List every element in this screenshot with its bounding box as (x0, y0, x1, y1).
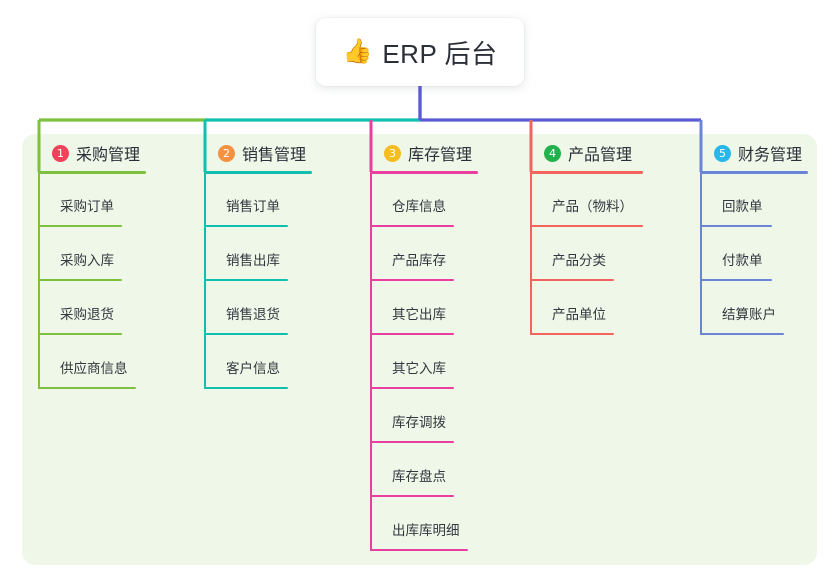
branch-header-5[interactable]: 5 财务管理 (700, 140, 808, 166)
branch-underline (204, 171, 312, 174)
branch-item-underline (204, 279, 288, 281)
branch-title: 销售管理 (242, 147, 307, 164)
thumbs-up-emoji: 👍 (342, 38, 373, 65)
branch-item[interactable]: 库存盘点 (370, 443, 454, 497)
branch-item[interactable]: 产品单位 (530, 281, 614, 335)
root-node-content: 👍 ERP 后台 (342, 34, 497, 71)
branch-item-label: 结算账户 (722, 307, 776, 322)
branch-item-label: 库存调拨 (392, 415, 446, 430)
branch-header-3[interactable]: 3 库存管理 (370, 140, 478, 166)
branch-item-underline (700, 333, 784, 335)
branch-item-label: 采购退货 (60, 307, 114, 322)
branch-item[interactable]: 库存调拨 (370, 389, 454, 443)
branch-item[interactable]: 产品分类 (530, 227, 614, 281)
branch-item-underline (370, 441, 454, 443)
branch-item[interactable]: 出库库明细 (370, 497, 468, 551)
branch-item[interactable]: 结算账户 (700, 281, 784, 335)
branch-number-badge: 3 (384, 144, 401, 162)
content-panel (22, 134, 817, 565)
root-node-card[interactable]: 👍 ERP 后台 (316, 18, 524, 86)
branch-item-underline (370, 225, 454, 227)
branch-item[interactable]: 产品（物料） (530, 173, 643, 227)
branch-item-label: 销售订单 (226, 199, 280, 214)
branch-item-underline (204, 387, 288, 389)
branch-header-4[interactable]: 4 产品管理 (530, 140, 643, 166)
branch-item[interactable]: 销售出库 (204, 227, 288, 281)
branch-item[interactable]: 仓库信息 (370, 173, 454, 227)
branch-item-label: 产品分类 (552, 253, 606, 268)
branch-item-label: 销售出库 (226, 253, 280, 268)
branch-item-underline (38, 279, 122, 281)
branch-spine (204, 173, 206, 389)
branch-item-label: 产品单位 (552, 307, 606, 322)
branch-item-underline (38, 225, 122, 227)
branch-item-label: 回款单 (722, 199, 763, 214)
branch-title: 库存管理 (408, 147, 473, 164)
branch-number-badge: 5 (714, 144, 731, 162)
branch-number-badge: 4 (544, 144, 561, 162)
branch-title: 采购管理 (76, 147, 141, 164)
branch-item-underline (38, 387, 136, 389)
branch-item[interactable]: 其它入库 (370, 335, 454, 389)
branch-item-label: 仓库信息 (392, 199, 446, 214)
branch-column-5: 5 财务管理回款单付款单结算账户 (700, 140, 808, 335)
branch-item[interactable]: 付款单 (700, 227, 772, 281)
branch-item-label: 出库库明细 (392, 523, 460, 538)
branch-underline (700, 171, 808, 174)
branch-underline (38, 171, 146, 174)
branch-item-label: 供应商信息 (60, 361, 128, 376)
branch-item[interactable]: 采购入库 (38, 227, 122, 281)
branch-item[interactable]: 采购退货 (38, 281, 122, 335)
branch-title: 产品管理 (568, 147, 633, 164)
branch-item-underline (370, 333, 454, 335)
branch-column-1: 1 采购管理采购订单采购入库采购退货供应商信息 (38, 140, 146, 389)
branch-item-underline (38, 333, 122, 335)
branch-item-label: 付款单 (722, 253, 763, 268)
branch-column-2: 2 销售管理销售订单销售出库销售退货客户信息 (204, 140, 312, 389)
branch-number-badge: 2 (218, 144, 235, 162)
branch-item[interactable]: 采购订单 (38, 173, 122, 227)
branch-item-underline (370, 549, 468, 551)
branch-item-label: 客户信息 (226, 361, 280, 376)
branch-item[interactable]: 客户信息 (204, 335, 288, 389)
branch-item-underline (204, 333, 288, 335)
branch-spine (700, 173, 702, 335)
branch-column-3: 3 库存管理仓库信息产品库存其它出库其它入库库存调拨库存盘点出库库明细 (370, 140, 478, 551)
branch-item-label: 产品库存 (392, 253, 446, 268)
branch-item[interactable]: 其它出库 (370, 281, 454, 335)
branch-underline (370, 171, 478, 174)
branch-item-underline (204, 225, 288, 227)
branch-title: 财务管理 (738, 147, 803, 164)
branch-item-underline (700, 225, 772, 227)
branch-item[interactable]: 销售退货 (204, 281, 288, 335)
branch-header-2[interactable]: 2 销售管理 (204, 140, 312, 166)
branch-item-underline (370, 387, 454, 389)
branch-item-underline (530, 225, 643, 227)
branch-item-underline (370, 495, 454, 497)
branch-item-label: 其它出库 (392, 307, 446, 322)
branch-item-underline (700, 279, 772, 281)
branch-item-underline (530, 279, 614, 281)
branch-item-underline (530, 333, 614, 335)
branch-item-label: 库存盘点 (392, 469, 446, 484)
branch-item[interactable]: 产品库存 (370, 227, 454, 281)
branch-item-label: 产品（物料） (552, 199, 633, 214)
branch-item-label: 采购入库 (60, 253, 114, 268)
branch-spine (530, 173, 532, 335)
branch-number-badge: 1 (52, 144, 69, 162)
branch-item[interactable]: 供应商信息 (38, 335, 136, 389)
branch-item-label: 采购订单 (60, 199, 114, 214)
branch-header-1[interactable]: 1 采购管理 (38, 140, 146, 166)
branch-underline (530, 171, 643, 174)
branch-item-label: 其它入库 (392, 361, 446, 376)
branch-spine (38, 173, 40, 389)
branch-item[interactable]: 销售订单 (204, 173, 288, 227)
branch-item-underline (370, 279, 454, 281)
page-title: ERP 后台 (382, 38, 498, 69)
branch-spine (370, 173, 372, 551)
branch-item[interactable]: 回款单 (700, 173, 772, 227)
branch-column-4: 4 产品管理产品（物料） 产品分类产品单位 (530, 140, 643, 335)
branch-item-label: 销售退货 (226, 307, 280, 322)
